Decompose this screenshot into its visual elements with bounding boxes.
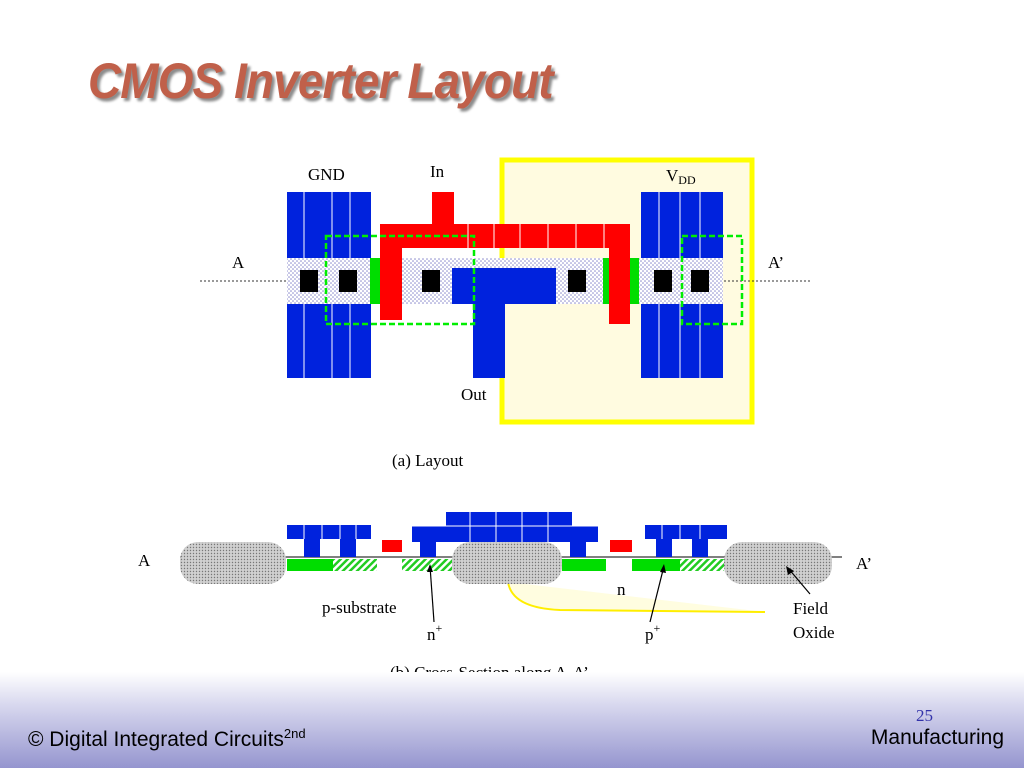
diff-cs-1h [333, 559, 377, 571]
cross-section-view: A A’ n p-substrate n+ p+ Field Oxide (b)… [138, 512, 872, 682]
diff-cs-4h [680, 559, 724, 571]
pmos-select-box [680, 234, 744, 326]
pointer-p-plus [649, 565, 665, 623]
pointer-n-plus [429, 565, 435, 623]
label-p-plus: p+ [645, 621, 661, 644]
label-a-prime-layout: A’ [768, 253, 784, 272]
label-n-plus: n+ [427, 621, 443, 644]
field-oxide-right [724, 542, 832, 584]
metal-cs-right [645, 525, 727, 557]
footer-section: Manufacturing [870, 726, 1004, 749]
diff-cs-1 [287, 559, 333, 571]
slide-title: CMOS Inverter Layout [88, 53, 554, 109]
cmos-diagram: GND In VDD A A’ Out (a) Layout [138, 157, 872, 682]
field-oxide-left [180, 542, 286, 584]
label-in: In [430, 162, 445, 181]
contacts [294, 264, 715, 298]
poly-cs-1 [382, 540, 402, 552]
poly-gate [380, 192, 630, 324]
layout-view: GND In VDD A A’ Out (a) Layout [200, 157, 812, 470]
footer-copyright: © Digital Integrated Circuits2nd [28, 726, 306, 751]
poly-cs-2 [610, 540, 632, 552]
label-gnd: GND [308, 165, 345, 184]
metal-cs-mid [412, 512, 598, 557]
label-out: Out [461, 385, 487, 404]
field-oxide-mid [452, 542, 562, 584]
label-n-well: n [617, 580, 626, 599]
output-metal [452, 268, 556, 378]
diff-cs-4 [632, 559, 680, 571]
nmos-select-box [324, 234, 476, 326]
diff-cs-3 [562, 559, 606, 571]
label-vdd: VDD [666, 166, 696, 187]
label-p-substrate: p-substrate [322, 598, 397, 617]
label-oxide: Oxide [793, 623, 835, 642]
diff-cs-2 [402, 559, 452, 571]
label-field: Field [793, 599, 828, 618]
label-a-layout: A [232, 253, 245, 272]
layout-caption: (a) Layout [392, 451, 464, 470]
label-a-cs: A [138, 551, 151, 570]
nwell-cross-section [507, 581, 766, 613]
label-a-prime-cs: A’ [856, 554, 872, 573]
metal-cs-left [287, 525, 371, 557]
page-number: 25 [916, 706, 933, 725]
footer-band [0, 672, 1024, 768]
